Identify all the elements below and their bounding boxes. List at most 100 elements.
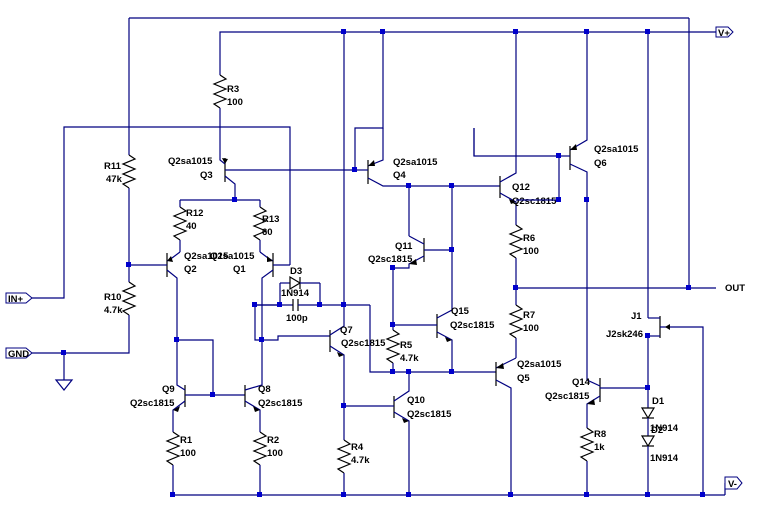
port-vplus-label: V+	[718, 28, 730, 39]
junction-dots	[61, 29, 705, 497]
q9-name: Q9	[162, 384, 175, 395]
q1-name: Q1	[233, 264, 246, 275]
q15-name: Q15	[451, 306, 470, 317]
r6-name: R6	[523, 233, 535, 244]
q11-name: Q11	[395, 241, 413, 252]
resistor-r10: R10 4.7k	[104, 281, 137, 322]
port-out-label: OUT	[725, 283, 745, 294]
q4-name: Q4	[393, 170, 406, 181]
r4-name: R4	[351, 442, 364, 453]
capacitor-c100p: 100p	[255, 299, 370, 324]
transistor-q3: Q2sa1015 Q3	[168, 150, 355, 200]
transistor-q12: Q12 Q2sc1815	[499, 32, 557, 225]
q5-model: Q2sa1015	[517, 359, 562, 370]
resistor-r4: R4 4.7k	[336, 439, 370, 495]
resistor-r1: R1 100	[165, 431, 196, 495]
r7-name: R7	[523, 310, 535, 321]
transistor-q10: Q10 Q2sc1815	[390, 372, 452, 495]
q7-name: Q7	[340, 325, 353, 336]
r8-name: R8	[594, 429, 606, 440]
transistor-q5: Q2sa1015 Q5	[495, 357, 562, 495]
resistor-r2: R2 100	[252, 431, 283, 495]
d3-model: 1N914	[281, 288, 310, 299]
q2-name: Q2	[184, 264, 197, 275]
j1-name: J1	[631, 311, 642, 322]
port-vminus-label: V-	[728, 479, 737, 490]
negative-rail	[172, 483, 726, 496]
r6-value: 100	[523, 246, 539, 257]
d2-model: 1N914	[650, 453, 679, 464]
r5-name: R5	[400, 340, 413, 351]
q1-collector-node	[254, 305, 262, 341]
diode-d2: D2 1N914	[640, 425, 679, 495]
r7-value: 100	[523, 323, 539, 334]
port-out: OUT	[725, 283, 745, 294]
positive-rail	[129, 17, 716, 288]
port-gnd: GND	[5, 322, 130, 380]
transistor-q14: Q14 Q2sc1815	[545, 377, 648, 428]
r4-value: 4.7k	[351, 455, 370, 466]
r10-name: R10	[104, 292, 121, 303]
transistor-q4: Q2sa1015 Q4	[354, 32, 452, 187]
resistor-r3: R3 100	[212, 74, 243, 150]
q1-model: Q2sa1015	[210, 251, 255, 262]
port-vplus: V+	[715, 26, 734, 39]
r12-value: 40	[186, 221, 197, 232]
r1-name: R1	[180, 435, 193, 446]
r2-value: 100	[267, 448, 283, 459]
q15-model: Q2sc1815	[450, 320, 495, 331]
j1-model: J2sk246	[606, 329, 643, 340]
resistor-r13: R13 60	[252, 200, 279, 252]
transistor-q11: Q11 Q2sc1815	[368, 186, 453, 269]
d1-name: D1	[652, 396, 665, 407]
d2-name: D2	[651, 425, 663, 436]
q7-model: Q2sc1815	[341, 338, 386, 349]
q11-model: Q2sc1815	[368, 254, 413, 265]
q8-name: Q8	[258, 384, 271, 395]
d1-model: 1N914	[650, 423, 679, 434]
r10-value: 4.7k	[104, 305, 123, 316]
resistor-r8: R8 1k	[579, 427, 606, 495]
r11-value: 47k	[106, 174, 123, 185]
q9-model: Q2sc1815	[130, 398, 175, 409]
r12-name: R12	[186, 208, 203, 219]
jfet-j1: J1 J2sk246	[606, 32, 704, 495]
transistor-q9: Q9 Q2sc1815	[130, 340, 245, 432]
resistor-r6: R6 100	[508, 224, 539, 288]
resistor-r7: R7 100	[508, 288, 539, 358]
q5-name: Q5	[517, 373, 530, 384]
q14-name: Q14	[572, 377, 591, 388]
resistor-r12: R12 40	[172, 200, 203, 252]
r5-value: 4.7k	[400, 353, 419, 364]
port-gnd-label: GND	[8, 349, 29, 360]
r3-value: 100	[227, 97, 243, 108]
transistor-q8: Q8 Q2sc1815	[244, 340, 303, 432]
r11-name: R11	[104, 161, 122, 172]
q2-model: Q2sa1015	[184, 251, 229, 262]
q10-model: Q2sc1815	[407, 409, 452, 420]
r8-value: 1k	[594, 442, 605, 453]
transistor-q7: Q7 Q2sc1815	[329, 32, 386, 440]
r3-name: R3	[227, 84, 239, 95]
q8-model: Q2sc1815	[258, 398, 303, 409]
ground-symbol	[54, 379, 74, 391]
q6-model: Q2sa1015	[594, 144, 639, 155]
q12-model: Q2sc1815	[512, 196, 557, 207]
c1-value: 100p	[286, 313, 308, 324]
r1-value: 100	[180, 448, 196, 459]
q4-model: Q2sa1015	[393, 157, 438, 168]
q10-name: Q10	[407, 395, 425, 406]
r2-name: R2	[267, 435, 279, 446]
d3-name: D3	[290, 266, 302, 277]
r13-value: 60	[262, 227, 273, 238]
mirror-top-wires	[177, 335, 330, 395]
q14-model: Q2sc1815	[545, 391, 590, 402]
transistor-q1: Q2sa1015 Q1	[210, 251, 290, 340]
q3-model: Q2sa1015	[168, 156, 213, 167]
transistor-q6: Q2sa1015 Q6	[473, 32, 639, 201]
q12-name: Q12	[512, 182, 530, 193]
diode-d3: D3 1N914	[255, 266, 321, 306]
resistor-r5: R5 4.7k	[385, 325, 419, 372]
port-inplus-label: IN+	[8, 294, 24, 305]
diode-d1: D1 1N914	[640, 388, 679, 436]
